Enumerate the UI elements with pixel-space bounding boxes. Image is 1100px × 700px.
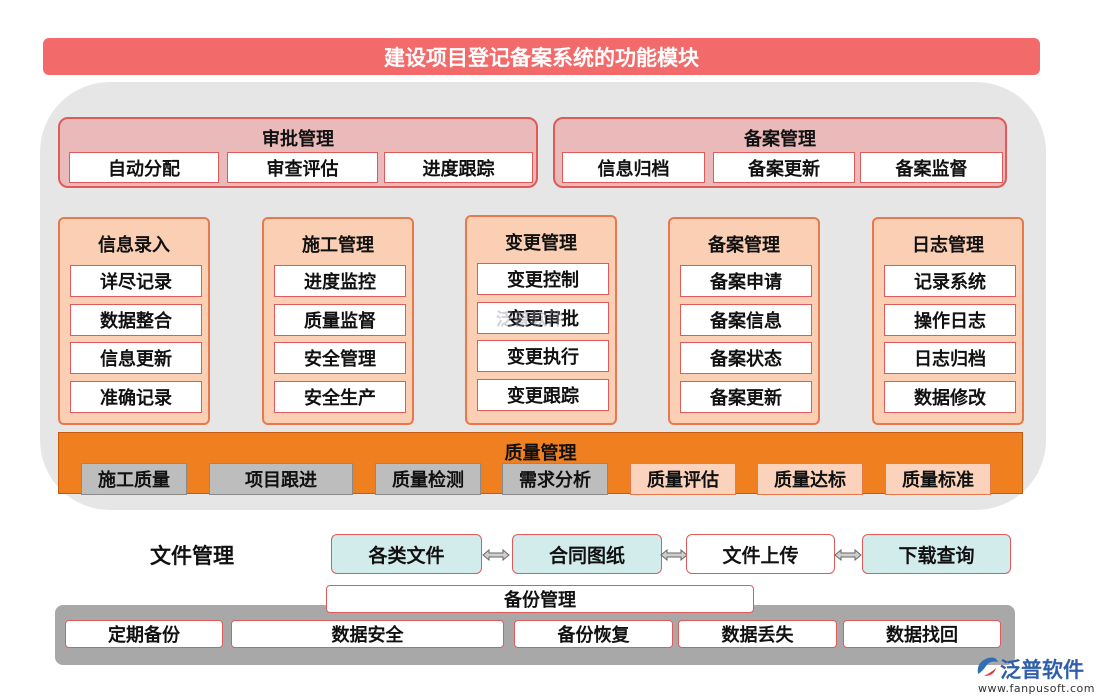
column-construction: 施工管理 进度监控 质量监督 安全管理 安全生产 bbox=[262, 217, 414, 425]
file-item: 合同图纸 bbox=[512, 534, 662, 574]
quality-item: 质量标准 bbox=[885, 463, 991, 495]
column-item: 进度监控 bbox=[274, 265, 406, 297]
quality-item: 质量达标 bbox=[757, 463, 863, 495]
column-info-entry: 信息录入 详尽记录 数据整合 信息更新 准确记录 bbox=[58, 217, 210, 425]
column-log: 日志管理 记录系统 操作日志 日志归档 数据修改 bbox=[872, 217, 1024, 425]
backup-item: 数据找回 bbox=[843, 620, 1001, 648]
approval-item: 自动分配 bbox=[69, 152, 219, 183]
column-item: 备案信息 bbox=[680, 304, 812, 336]
fanpu-logo-icon bbox=[977, 657, 998, 676]
double-arrow-icon bbox=[834, 549, 862, 561]
logo-url: www.fanpusoft.com bbox=[978, 682, 1095, 695]
filing-item: 备案更新 bbox=[713, 152, 855, 183]
column-item: 安全生产 bbox=[274, 381, 406, 413]
column-item: 备案更新 bbox=[680, 381, 812, 413]
column-item: 信息更新 bbox=[70, 342, 202, 374]
quality-title: 质量管理 bbox=[504, 443, 577, 464]
column-title: 信息录入 bbox=[98, 235, 170, 256]
column-item: 备案申请 bbox=[680, 265, 812, 297]
backup-item: 数据安全 bbox=[231, 620, 504, 648]
filing-item: 信息归档 bbox=[562, 152, 705, 183]
approval-item: 进度跟踪 bbox=[384, 152, 533, 183]
column-item: 变更审批 bbox=[477, 302, 609, 334]
quality-item: 质量检测 bbox=[375, 463, 481, 495]
watermark: 泛普软件 bbox=[496, 310, 564, 330]
column-title: 备案管理 bbox=[708, 235, 780, 256]
column-item: 准确记录 bbox=[70, 381, 202, 413]
group-approval: 审批管理 自动分配 审查评估 进度跟踪 bbox=[58, 117, 538, 188]
logo-name: 泛普软件 bbox=[1000, 658, 1084, 682]
group-filing: 备案管理 信息归档 备案更新 备案监督 bbox=[553, 117, 1007, 188]
backup-item: 备份恢复 bbox=[514, 620, 673, 648]
group-filing-title: 备案管理 bbox=[744, 129, 816, 150]
column-item: 记录系统 bbox=[884, 265, 1016, 297]
diagram-title: 建设项目登记备案系统的功能模块 bbox=[43, 38, 1040, 75]
column-item: 数据整合 bbox=[70, 304, 202, 336]
brand-logo: 泛普软件 www.fanpusoft.com bbox=[972, 654, 1096, 698]
filing-item: 备案监督 bbox=[860, 152, 1003, 183]
column-change: 变更管理 变更控制 变更审批 变更执行 变更跟踪 bbox=[465, 215, 617, 425]
column-item: 安全管理 bbox=[274, 342, 406, 374]
approval-item: 审查评估 bbox=[227, 152, 378, 183]
file-management-label: 文件管理 bbox=[150, 544, 234, 568]
backup-item: 定期备份 bbox=[65, 620, 223, 648]
column-item: 操作日志 bbox=[884, 304, 1016, 336]
quality-item: 施工质量 bbox=[81, 463, 187, 495]
column-item: 变更控制 bbox=[477, 263, 609, 295]
column-title: 变更管理 bbox=[505, 233, 577, 254]
column-item: 备案状态 bbox=[680, 342, 812, 374]
file-item: 文件上传 bbox=[686, 534, 835, 574]
column-item: 变更跟踪 bbox=[477, 379, 609, 411]
group-approval-title: 审批管理 bbox=[262, 129, 334, 150]
double-arrow-icon bbox=[482, 549, 510, 561]
quality-management: 质量管理 施工质量 项目跟进 质量检测 需求分析 质量评估 质量达标 质量标准 bbox=[58, 432, 1023, 495]
file-item: 各类文件 bbox=[331, 534, 482, 574]
backup-title: 备份管理 bbox=[326, 585, 754, 613]
column-title: 施工管理 bbox=[302, 235, 374, 256]
column-filing: 备案管理 备案申请 备案信息 备案状态 备案更新 bbox=[668, 217, 820, 425]
quality-item: 质量评估 bbox=[630, 463, 736, 495]
backup-item: 数据丢失 bbox=[678, 620, 837, 648]
column-item: 详尽记录 bbox=[70, 265, 202, 297]
column-item: 日志归档 bbox=[884, 342, 1016, 374]
quality-item: 需求分析 bbox=[502, 463, 608, 495]
column-item: 变更执行 bbox=[477, 340, 609, 372]
quality-item: 项目跟进 bbox=[209, 463, 353, 495]
column-item: 质量监督 bbox=[274, 304, 406, 336]
column-item: 数据修改 bbox=[884, 381, 1016, 413]
double-arrow-icon bbox=[660, 549, 688, 561]
file-item: 下载查询 bbox=[862, 534, 1011, 574]
column-title: 日志管理 bbox=[912, 235, 984, 256]
